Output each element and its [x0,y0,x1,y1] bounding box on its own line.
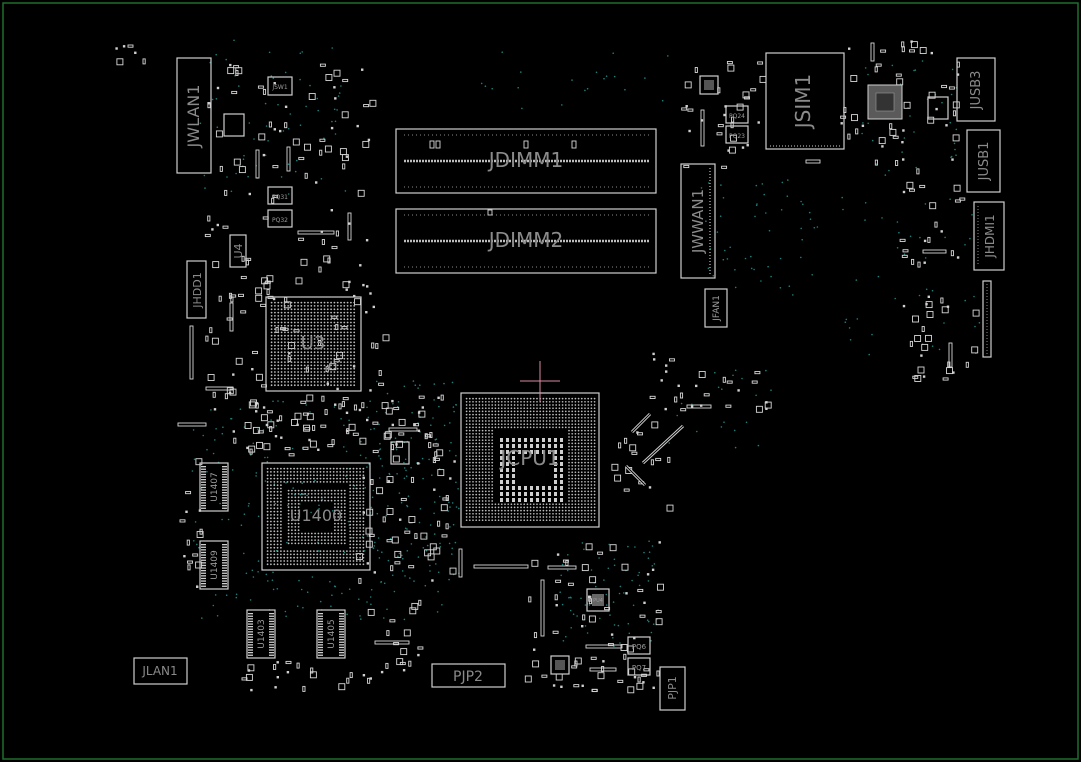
pjp1-connector[interactable]: PJP1 [659,666,686,711]
jhdd1-label: JHDD1 [191,272,204,308]
jfan1-label: JFAN1 [712,295,722,322]
pq31-transistor[interactable]: PQ31 [267,186,293,205]
pu4-chip[interactable]: PU4 [586,588,610,612]
u1403-label: U1403 [257,619,267,649]
pq23-label: PQ23 [729,133,745,140]
pq7-transistor[interactable]: PQ7 [627,657,651,676]
jsw1-switch[interactable]: JSW1 [267,76,293,96]
jlan1-label: JLAN1 [141,664,177,678]
jcpu1-label: JCPU1 [498,446,559,470]
jhdd1-connector[interactable]: JHDD1 [186,260,207,319]
jdimm2-slot[interactable]: JDIMM2 [395,208,657,274]
qfn-chip-a[interactable] [927,96,949,120]
jdimm1-label: JDIMM1 [487,148,563,172]
qfn-chip-d[interactable] [390,441,410,465]
u1407-chip[interactable]: U1407 [199,462,229,512]
jwwan1-connector[interactable]: JWWAN1 [680,163,716,279]
pq7-label: PQ7 [632,664,646,672]
pq6-transistor[interactable]: PQ6 [627,636,651,655]
jusb1-connector[interactable]: JUSB1 [966,129,1001,193]
pjp2-label: PJP2 [453,669,483,685]
qfn-chip-c[interactable] [223,113,245,137]
jdimm1-slot[interactable]: JDIMM1 [395,128,657,194]
jsim1-label: JSIM1 [791,74,815,130]
pu4-label: PU4 [593,598,603,604]
jusb3-connector[interactable]: JUSB3 [956,57,996,122]
jsw1-label: JSW1 [271,84,288,91]
jwlan1-label: JWLAN1 [184,85,203,149]
u1400-chip[interactable]: U1400 [261,462,371,571]
jcpu1-socket[interactable]: JCPU1 [460,392,600,528]
u1409-chip[interactable]: U1409 [199,540,229,590]
long-resistor-arrays [177,42,953,672]
diagonal-parts [624,412,685,487]
small-components [115,40,980,694]
u4-chip[interactable]: U4 [229,234,247,268]
u1407-label: U1407 [210,472,220,502]
jsim1-slot[interactable]: JSIM1 [765,52,845,150]
pq32-transistor[interactable]: PQ32 [267,209,293,228]
qfn-chip-b[interactable] [699,75,719,95]
u4-label: U4 [232,243,245,258]
pjp1-label: PJP1 [666,676,679,700]
small-qfn-chip[interactable] [550,655,570,675]
pq23-transistor[interactable]: PQ23 [725,125,749,144]
jdimm2-label: JDIMM2 [487,228,563,252]
jwwan1-label: JWWAN1 [689,189,707,254]
pq6-label: PQ6 [632,643,647,651]
pq32-label: PQ32 [272,217,288,224]
jfan1-connector[interactable]: JFAN1 [704,288,728,328]
u1405-label: U1405 [327,619,337,649]
jusb3-label: JUSB3 [969,71,984,111]
u3-label: U3 [301,333,326,354]
pq31-label: PQ31 [272,194,288,201]
jhdmi1-label: JHDMI1 [983,214,997,258]
jlan1-connector[interactable]: JLAN1 [133,657,188,685]
bga-small-chip[interactable] [867,84,903,120]
u1403-chip[interactable]: U1403 [246,609,276,659]
pq24-label: PQ24 [729,113,745,120]
jhdmi1-connector[interactable]: JHDMI1 [973,201,1005,271]
jusb1-label: JUSB1 [977,142,992,182]
side-connector[interactable] [982,280,992,358]
u3-chip[interactable]: U3 [265,296,362,392]
u1409-label: U1409 [210,550,220,580]
pq24-transistor[interactable]: PQ24 [725,105,749,124]
pjp2-connector[interactable]: PJP2 [431,663,506,688]
cursor-crosshair [520,361,560,401]
jwlan1-connector[interactable]: JWLAN1 [176,57,212,174]
u1405-chip[interactable]: U1405 [316,609,346,659]
u1400-label: U1400 [290,506,342,525]
